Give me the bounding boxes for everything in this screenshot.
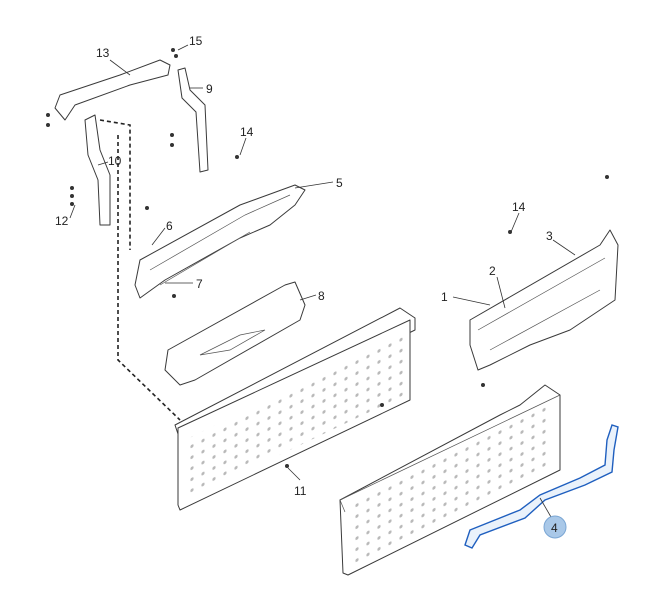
callout-4-badge[interactable] [543,515,567,539]
callout-6[interactable]: 6 [166,219,173,233]
part-1-support-right [469,229,619,371]
part-4-lower-bracket-selected[interactable] [464,424,619,549]
callout-1[interactable]: 1 [441,290,448,304]
callout-13[interactable]: 13 [96,46,110,60]
part-9-bracket [177,67,209,173]
callout-4[interactable]: 4 [551,521,558,535]
callout-5[interactable]: 5 [336,176,343,190]
assembly-guide-line [99,119,181,421]
part-10-bracket [84,114,111,226]
callout-14[interactable]: 14 [240,125,254,139]
callout-2[interactable]: 2 [489,264,496,278]
callout-11[interactable]: 11 [294,484,307,498]
callout-10[interactable]: 10 [108,154,122,168]
leader-lines [69,44,576,518]
perforated-beam-upper [174,307,416,511]
callout-7[interactable]: 7 [196,277,203,291]
callout-9[interactable]: 9 [206,82,213,96]
callout-15[interactable]: 15 [189,34,203,48]
callout-12[interactable]: 12 [55,214,69,228]
part-13-crossbar [54,59,171,121]
callout-8[interactable]: 8 [318,289,325,303]
bolt-icons [46,48,609,468]
part-8-plate [164,281,306,386]
perforated-beam-lower [339,384,561,576]
part-5-support [134,184,306,299]
callout-14-right[interactable]: 14 [512,200,526,214]
callout-3[interactable]: 3 [546,229,553,243]
